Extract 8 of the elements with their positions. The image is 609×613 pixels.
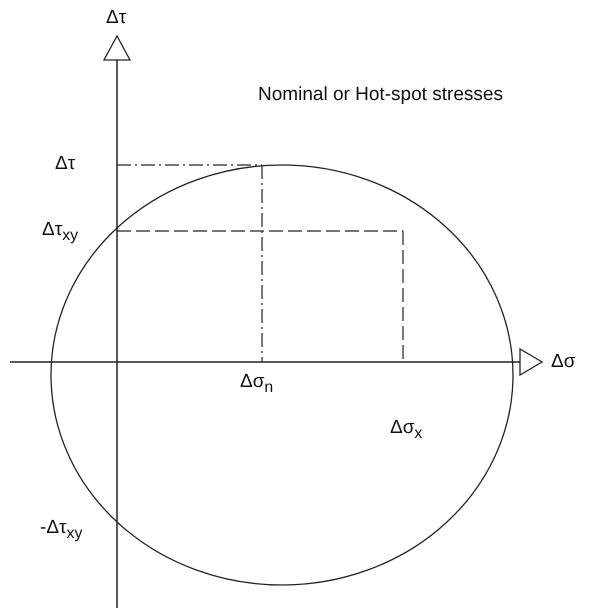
axis-label: Δτ <box>106 8 126 27</box>
axis-value-label: Δτ <box>55 154 76 173</box>
axis-label: Δσ <box>551 352 576 371</box>
axis-value-label: Δσ$_{x}$ <box>390 418 422 442</box>
axis-value-label: Δσ$_{n}$ <box>240 372 274 396</box>
axis-value-label: Δτ$_{xy}$ <box>42 220 78 244</box>
chart-note: Nominal or Hot-spot stresses <box>258 85 503 104</box>
axis-value-label: -Δτ$_{xy}$ <box>40 518 82 542</box>
